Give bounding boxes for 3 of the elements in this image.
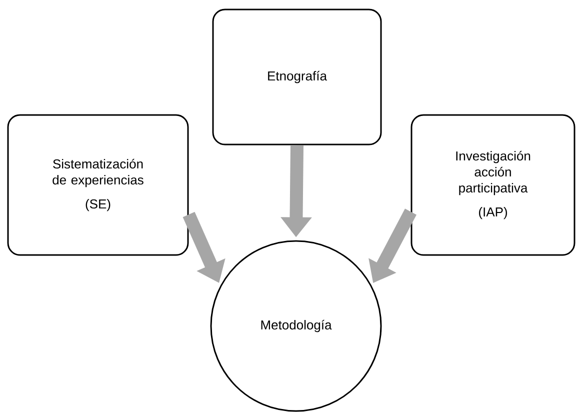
text-box: Etnografía bbox=[212, 8, 382, 146]
text-box: Sistematización de experiencias (SE) bbox=[7, 114, 189, 256]
text-box: Investigación acción participativa (IAP) bbox=[410, 114, 576, 256]
